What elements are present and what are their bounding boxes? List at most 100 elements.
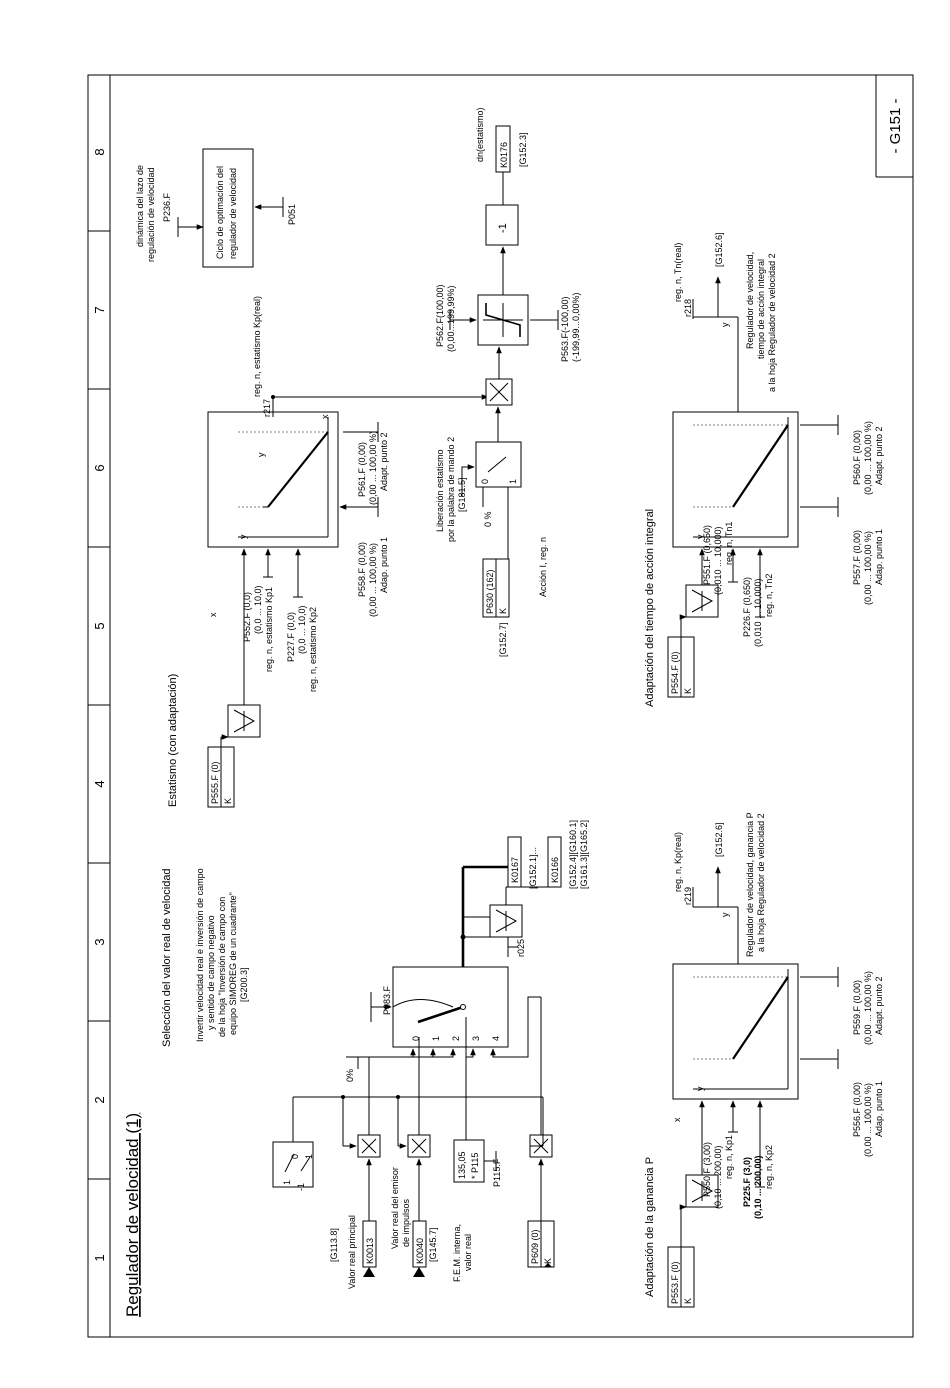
svg-text:0%: 0% (345, 1069, 355, 1082)
svg-text:P560.F (0,00): P560.F (0,00) (852, 430, 862, 485)
svg-text:x: x (672, 1117, 682, 1122)
svg-text:1: 1 (508, 479, 518, 484)
svg-text:y sentido de campo negativo: y sentido de campo negativo (206, 915, 216, 1030)
svg-text:1: 1 (431, 1036, 441, 1041)
svg-text:reg. n, Kp2: reg. n, Kp2 (764, 1145, 774, 1189)
integral-point1-param: P557.F (0,00) (0,00 ... 100,00 %) Adap. … (852, 529, 884, 605)
svg-text:a la hoja Regulador de velocid: a la hoja Regulador de velocidad 2 (767, 253, 777, 392)
svg-text:reg. n, Tn1: reg. n, Tn1 (724, 522, 734, 565)
svg-text:[G145.7]: [G145.7] (428, 1227, 438, 1262)
svg-text:* P115: * P115 (470, 1153, 480, 1179)
svg-text:K: K (543, 1258, 553, 1264)
svg-text:P558.F (0,00): P558.F (0,00) (357, 542, 367, 597)
svg-text:4: 4 (491, 1036, 501, 1041)
svg-text:P563.F(-100,00): P563.F(-100,00) (560, 296, 570, 362)
svg-text:K: K (223, 798, 233, 804)
section-heading-gain: Adaptación de la ganancia P (644, 1157, 656, 1297)
svg-text:P553.F (0): P553.F (0) (670, 1261, 680, 1304)
svg-text:P051: P051 (287, 204, 297, 225)
svg-text:[G152.7]: [G152.7] (498, 622, 508, 657)
svg-text:0: 0 (480, 479, 490, 484)
svg-text:(0,010 ... 10,000): (0,010 ... 10,000) (753, 578, 763, 647)
svg-text:0: 0 (411, 1036, 421, 1041)
svg-text:Ciclo de optimación del: Ciclo de optimación del (215, 166, 225, 259)
svg-text:reg. n, Kp1: reg. n, Kp1 (724, 1135, 734, 1179)
column-number: 4 (92, 780, 107, 787)
svg-text:[G152.3]: [G152.3] (518, 132, 528, 167)
inversion-switch (272, 1141, 314, 1188)
column-number: 6 (92, 464, 107, 471)
svg-text:Adap. punto 1: Adap. punto 1 (874, 1081, 884, 1137)
invert-note: Invertir velocidad real e inversión de c… (195, 868, 249, 1042)
section-heading-droop: Estatismo (con adaptación) (167, 674, 179, 807)
section-heading-selection: Selección del valor real de velocidad (161, 868, 173, 1047)
svg-text:dinámica del lazo de: dinámica del lazo de (135, 165, 145, 247)
svg-text:2: 2 (451, 1036, 461, 1041)
column-number: 3 (92, 938, 107, 945)
connector-k0166 (547, 836, 562, 888)
svg-text:-1: -1 (296, 1183, 306, 1191)
svg-text:Regulador de velocidad, gananc: Regulador de velocidad, ganancia P (745, 812, 755, 957)
gain-point2-param: P559.F (0,00) (0,00 ... 100,00 %) Adapt.… (852, 971, 884, 1045)
svg-text:r218: r218 (683, 299, 693, 317)
droop-kp1-param: P552.F (0,0) (0,0 ... 10,0) reg. n, esta… (242, 585, 274, 672)
svg-text:regulador de velocidad: regulador de velocidad (228, 168, 238, 259)
svg-text:Liberación estatismo: Liberación estatismo (435, 449, 445, 532)
svg-text:Adap. punto 1: Adap. punto 1 (874, 529, 884, 585)
svg-text:Adapt. punto 2: Adapt. punto 2 (874, 426, 884, 485)
svg-text:(0,10 ... 200,00): (0,10 ... 200,00) (713, 1145, 723, 1209)
svg-text:(0,00 ... 100,00 %): (0,00 ... 100,00 %) (863, 1083, 873, 1157)
r217-label: reg. n, estatismo Kp(real) (252, 296, 262, 397)
droop-lower-limit-param: P563.F(-100,00) (-199,99...0,00%) (560, 292, 581, 362)
svg-text:(0,0 ... 10,0): (0,0 ... 10,0) (253, 585, 263, 634)
page-number: - G151 - (887, 98, 904, 153)
svg-text:(0,00 ... 100,00 %): (0,00 ... 100,00 %) (368, 431, 378, 505)
svg-text:P551.F (0,650): P551.F (0,650) (702, 525, 712, 585)
svg-text:K0167: K0167 (510, 857, 520, 883)
droop-point1-param: P558.F (0,00) (0,00 ... 100,00 %) Adap. … (357, 537, 389, 617)
svg-text:P227.F (0,0): P227.F (0,0) (286, 612, 296, 662)
svg-text:y: y (256, 452, 266, 457)
optimization-cycle-box (202, 148, 254, 268)
accion-i-label: Acción I, reg. n (538, 537, 548, 597)
svg-text:[G152.6]: [G152.6] (714, 232, 724, 267)
svg-text:tiempo de acción integral: tiempo de acción integral (756, 259, 766, 359)
sheet-frame (87, 74, 914, 1338)
svg-text:Adapt. punto 2: Adapt. punto 2 (379, 432, 389, 491)
svg-text:[G200.3]: [G200.3] (239, 967, 249, 1002)
svg-text:-1: -1 (497, 223, 509, 233)
gain-point1-param: P556.F (0,00) (0,00 ... 100,00 %) Adap. … (852, 1081, 884, 1157)
svg-text:equipo SIMOREG de un cuadrante: equipo SIMOREG de un cuadrante" (228, 892, 238, 1035)
svg-text:(0,00 ... 100,00 %): (0,00 ... 100,00 %) (863, 421, 873, 495)
droop-point2-param: P561.F (0,00) (0,00 ... 100,00 %) Adapt.… (357, 431, 389, 505)
svg-text:(0,00 ... 100,00 %): (0,00 ... 100,00 %) (863, 971, 873, 1045)
integral-tn2-param: P226.F (0,650) (0,010 ... 10,000) reg. n… (742, 574, 774, 647)
page-title: Regulador de velocidad (1) (123, 1113, 142, 1317)
svg-text:Regulador de velocidad,: Regulador de velocidad, (745, 252, 755, 349)
svg-text:reg. n, estatismo Kp2: reg. n, estatismo Kp2 (308, 607, 318, 692)
svg-text:x: x (320, 414, 330, 419)
svg-text:(0,0 ... 10,0): (0,0 ... 10,0) (297, 605, 307, 654)
gain-kp2-param: P225.F (3,0) (0,10 ... 200,00) reg. n, K… (742, 1145, 774, 1219)
droop-upper-limit-param: P562.F(100,00) (0,00...199,99%) (435, 284, 456, 352)
svg-text:F.E.M. interna,: F.E.M. interna, (452, 1224, 462, 1282)
svg-text:P555.F (0): P555.F (0) (210, 761, 220, 804)
svg-text:P609 (0): P609 (0) (530, 1229, 540, 1264)
svg-text:r219: r219 (683, 887, 693, 905)
svg-text:P225.F (3,0): P225.F (3,0) (742, 1157, 752, 1207)
gain-note: Regulador de velocidad, ganancia P a la … (745, 812, 766, 957)
svg-text:por la palabra de mando 2: por la palabra de mando 2 (446, 437, 456, 542)
integral-note: Regulador de velocidad, tiempo de acción… (745, 252, 777, 392)
svg-text:Invertir velocidad real e inve: Invertir velocidad real e inversión de c… (195, 868, 205, 1042)
svg-text:reg. n, estatismo Kp1: reg. n, estatismo Kp1 (264, 587, 274, 672)
svg-text:K: K (498, 608, 508, 614)
svg-text:(0,010 ... 10,000): (0,010 ... 10,000) (713, 526, 723, 595)
r219-label: reg. n, Kp(real) (673, 832, 683, 892)
svg-text:regulación de velocidad: regulación de velocidad (146, 167, 156, 262)
svg-text:valor real: valor real (463, 1234, 473, 1271)
svg-text:K0166: K0166 (550, 857, 560, 883)
svg-text:1: 1 (304, 1154, 314, 1159)
svg-text:(-199,99...0,00%): (-199,99...0,00%) (571, 292, 581, 362)
svg-text:r025: r025 (516, 939, 526, 957)
svg-text:P561.F (0,00): P561.F (0,00) (357, 442, 367, 497)
